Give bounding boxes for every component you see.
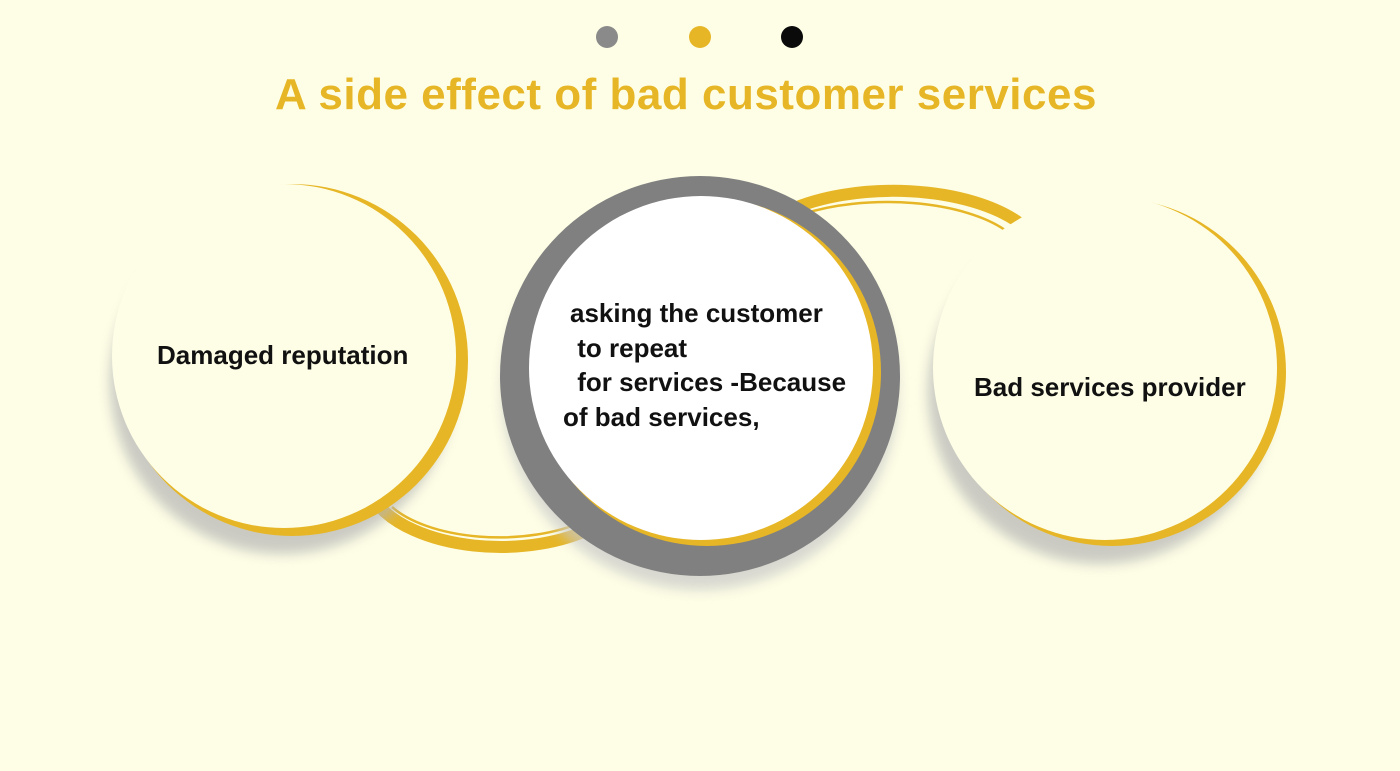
center-circle-line-2: to repeat xyxy=(570,333,688,363)
page-title: A side effect of bad customer services xyxy=(275,70,1097,119)
nav-dot-2[interactable] xyxy=(689,26,711,48)
right-circle-label: Bad services provider xyxy=(974,372,1246,402)
connector-ring-bottom xyxy=(372,499,598,553)
right-circle xyxy=(928,196,1286,564)
center-circle xyxy=(500,176,900,590)
center-circle-line-3: for services -Because xyxy=(570,367,847,397)
left-circle xyxy=(110,184,468,554)
nav-dot-1[interactable] xyxy=(596,26,618,48)
connector-ring-top xyxy=(784,184,1024,232)
center-circle-line-1: asking the customer xyxy=(570,298,823,328)
left-circle-label: Damaged reputation xyxy=(157,340,409,370)
center-circle-line-4: of bad services, xyxy=(563,402,760,432)
nav-dot-3[interactable] xyxy=(781,26,803,48)
